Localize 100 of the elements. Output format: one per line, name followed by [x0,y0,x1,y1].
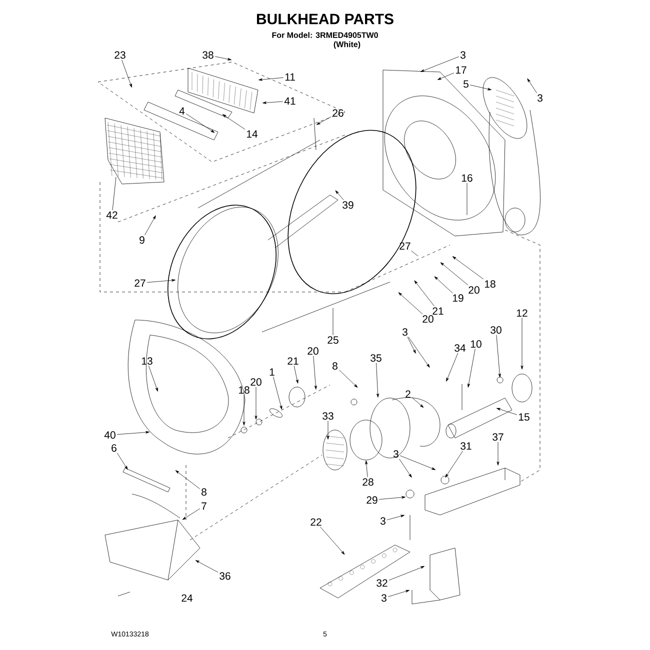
callout-number: 8 [202,488,206,496]
callout-number: 30 [490,326,502,334]
callout-number: 2 [406,390,410,398]
leader-line [434,276,453,294]
leader-line [294,366,298,384]
title: BULKHEAD PARTS [256,14,394,24]
leader-line [116,452,128,470]
leader-line [470,84,492,90]
callout-number: 29 [366,496,378,504]
color-text: (White) [334,41,360,49]
leader-line [242,394,246,426]
callout-number: 20 [250,378,262,386]
leader-line [326,420,330,440]
leader-line [388,590,410,597]
leader-line [445,450,463,478]
leader-line [527,78,537,94]
callout-number: 28 [362,478,374,486]
callout-number: 33 [322,412,334,420]
leader-line [496,334,501,378]
leader-line [399,458,412,478]
callout-number: 36 [220,572,230,580]
callout-number: 12 [516,309,528,317]
leader-line [186,114,215,133]
leader-line [411,250,418,256]
callout-number: 27 [134,279,146,287]
leader-line [420,56,460,72]
leader-line [446,352,458,382]
leader-line [332,308,334,336]
callout-number: 37 [492,433,504,441]
callout-number: 14 [246,130,258,138]
callout-number: 32 [376,579,388,587]
callout-number: 27 [400,242,410,250]
leader-line [365,460,368,478]
callout-number: 8 [332,362,338,370]
callout-number: 42 [106,211,118,219]
leader-line [437,72,454,80]
leader-line [175,470,200,490]
leader-line [316,116,332,125]
callout-number: 34 [454,344,466,352]
leader-line [452,256,484,280]
leader-line [214,56,232,60]
callout-number: 3 [402,328,408,336]
callout-number: 38 [202,51,214,59]
callout-number: 1 [270,368,274,376]
callout-number: 10 [470,340,482,348]
leader-line [414,280,434,306]
callout-number: 25 [328,336,338,344]
leader-line [400,455,436,470]
callout-number: 6 [112,444,116,452]
callout-number: 20 [468,286,480,294]
leader-line [262,101,284,104]
leader-line [388,566,425,580]
callout-number: 11 [285,73,295,81]
leader-line [496,408,518,415]
callout-number: 18 [484,280,496,288]
callout-number: 3 [460,51,466,59]
callout-number: 7 [202,502,206,510]
leader-line [273,376,282,410]
leader-line [148,366,158,392]
leader-line [466,182,468,216]
callout-number: 40 [104,431,116,439]
leader-line [376,362,380,398]
callout-number: 26 [332,109,344,117]
callout-number: 31 [460,442,472,450]
leader-line [398,292,423,314]
leader-line [112,176,116,210]
callout-number: 20 [308,347,318,355]
callout-number: 22 [310,518,322,526]
callout-number: 9 [140,236,144,244]
leader-line [386,514,405,520]
callout-number: 15 [518,413,530,421]
callout-number: 39 [342,201,354,209]
leader-line [122,60,132,88]
leader-line [407,336,416,354]
leader-line [378,496,406,500]
leader-line [222,114,246,130]
callout-number: 21 [432,307,444,315]
callout-number: 17 [456,66,466,74]
callout-number: 16 [462,174,472,182]
leader-line [520,318,524,370]
leader-line [182,508,200,520]
leader-line [313,356,317,390]
leader-line [496,442,500,466]
leader-line [144,215,156,236]
leader-line [408,336,430,368]
callout-number: 21 [288,357,298,365]
leader-line [468,348,476,388]
callout-number: 5 [464,80,468,88]
callout-number: 4 [179,107,185,115]
callout-number: 24 [182,594,193,602]
callout-number: 41 [284,97,296,105]
callout-number: 3 [393,450,398,458]
leader-line [254,386,258,420]
leader-line [335,190,344,200]
leader-line [320,526,345,555]
leader-line [258,77,284,81]
callout-number: 3 [381,594,386,602]
callout-number: 3 [380,517,386,525]
leader-line [116,431,150,435]
callout-number: 3 [537,94,542,102]
